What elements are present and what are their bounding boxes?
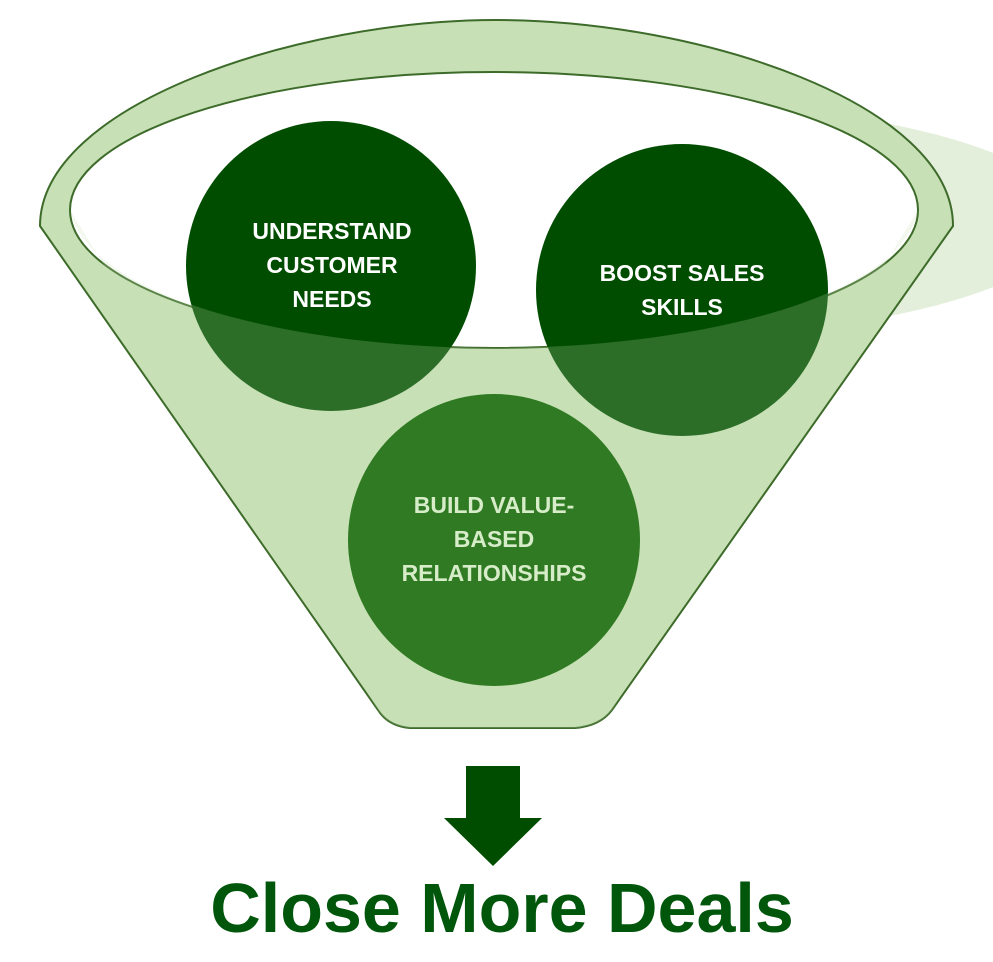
circle-understand-customer-needs [186,121,476,411]
circle-label-line: NEEDS [292,286,371,312]
circle-label-line: RELATIONSHIPS [402,560,587,586]
circle-label-line: SKILLS [641,294,723,320]
circle-boost-sales-skills [536,144,828,436]
circle-build-value-based-relationships [348,394,640,686]
circle-label-line: BOOST SALES [600,260,765,286]
circle-label-boost: BOOST SALES SKILLS [600,260,765,320]
outcome-text: Close More Deals [210,869,794,947]
circle-label-line: BASED [454,526,535,552]
circle-label-line: CUSTOMER [266,252,398,278]
circle-label-line: UNDERSTAND [252,218,411,244]
circle-label-build: BUILD VALUE- BASED RELATIONSHIPS [402,492,587,586]
circle-label-line: BUILD VALUE- [414,492,575,518]
down-arrow-icon [444,766,542,866]
circle-label-understand: UNDERSTAND CUSTOMER NEEDS [252,218,411,312]
